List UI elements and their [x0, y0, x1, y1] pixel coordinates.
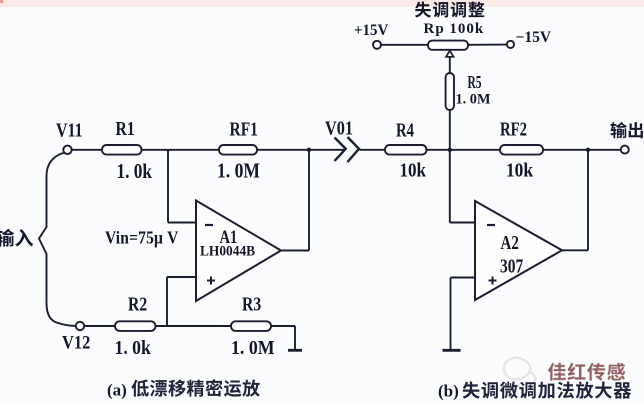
svg-text:10k: 10k [506, 160, 534, 182]
svg-text:R1: R1 [116, 117, 135, 139]
svg-text:1. 0M: 1. 0M [231, 337, 275, 359]
svg-text:R4: R4 [396, 118, 414, 141]
svg-text:1. 0M: 1. 0M [456, 91, 491, 107]
svg-text:(b): (b) [438, 382, 459, 401]
svg-text:A1: A1 [220, 226, 238, 247]
svg-text:V01: V01 [325, 117, 353, 139]
svg-text:307: 307 [500, 255, 523, 277]
svg-text:A2: A2 [501, 232, 519, 253]
svg-text:−15V: −15V [516, 29, 552, 46]
svg-text:Vin=75μ V: Vin=75μ V [105, 227, 179, 247]
svg-text:R2: R2 [128, 293, 147, 315]
svg-text:10k: 10k [400, 159, 427, 180]
svg-text:RF1: RF1 [230, 118, 258, 140]
svg-text:R5: R5 [468, 74, 482, 93]
svg-text:(a): (a) [107, 381, 127, 400]
svg-text:1. 0k: 1. 0k [117, 160, 153, 183]
svg-text:R3: R3 [242, 293, 261, 315]
svg-text:V11: V11 [56, 119, 83, 141]
svg-text:1. 0M: 1. 0M [217, 160, 260, 183]
svg-text:LH0044B: LH0044B [200, 243, 256, 260]
svg-text:1. 0k: 1. 0k [115, 337, 152, 359]
svg-text:Rp 100k: Rp 100k [424, 21, 485, 37]
svg-text:+15V: +15V [354, 22, 388, 39]
svg-text:V12: V12 [62, 331, 90, 352]
svg-text:RF2: RF2 [500, 117, 527, 140]
